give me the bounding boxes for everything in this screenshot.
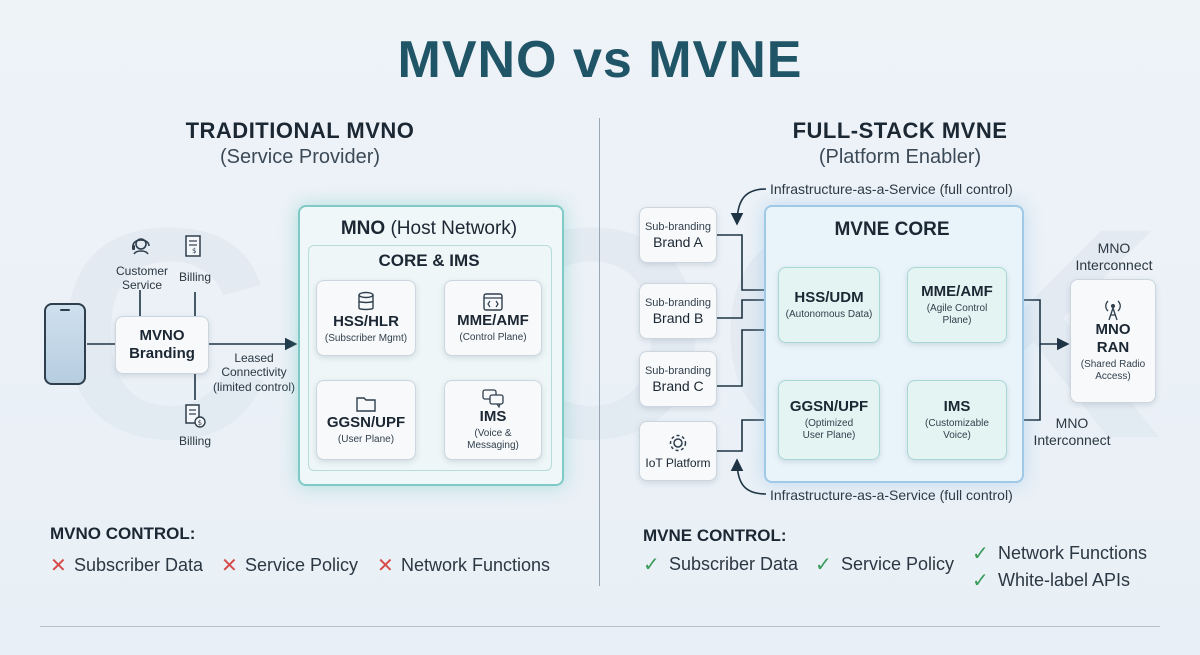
- mvno-control-item: ✕Subscriber Data: [50, 555, 204, 577]
- mme-amf-box: MME/AMF (Control Plane): [444, 280, 542, 356]
- check-icon: ✓: [972, 543, 989, 565]
- customer-service-label: Customer Service: [115, 264, 168, 293]
- page-title: MVNO vs MVNE: [397, 31, 803, 89]
- leased-connectivity-label: Leased Connectivity (limited control): [212, 351, 296, 394]
- billing-top-label: Billing: [178, 270, 211, 284]
- core-ims-title: CORE & IMS: [378, 251, 480, 270]
- mno-title: MNO (Host Network): [340, 218, 518, 239]
- check-icon: ✓: [815, 554, 832, 576]
- mvno-branding-box: MVNO Branding: [115, 316, 209, 374]
- interconnect-top-label: MNO Interconnect: [1075, 240, 1153, 273]
- right-subheading: (Platform Enabler): [818, 146, 982, 168]
- database-icon: [358, 291, 374, 310]
- left-heading: TRADITIONAL MVNO: [185, 118, 415, 143]
- mvne-core-title: MVNE CORE: [834, 219, 950, 240]
- bottom-rule: [40, 626, 1160, 627]
- hss-hlr-box: HSS/HLR (Subscriber Mgmt): [316, 280, 416, 356]
- right-heading: FULL-STACK MVNE: [792, 118, 1008, 143]
- invoice-icon: $: [185, 404, 206, 428]
- cross-icon: ✕: [221, 555, 238, 577]
- iaas-top-label: Infrastructure-as-a-Service (full contro…: [770, 181, 1013, 197]
- mvne-control-item: ✓Service Policy: [815, 554, 955, 576]
- check-icon: ✓: [643, 554, 660, 576]
- gear-icon: [669, 434, 687, 451]
- mvno-control-title: MVNO CONTROL:: [50, 524, 196, 543]
- mvne-control-item: ✓White-label APIs: [972, 570, 1131, 592]
- mno-ran-box: MNO RAN (Shared Radio Access): [1070, 279, 1156, 403]
- iot-platform-box: IoT Platform: [639, 421, 717, 481]
- cross-icon: ✕: [377, 555, 394, 577]
- billing-bottom-label: Billing: [178, 434, 211, 448]
- chat-icon: [482, 388, 504, 408]
- antenna-icon: [1105, 300, 1121, 320]
- hss-udm-box: HSS/UDM (Autonomous Data): [778, 267, 880, 343]
- check-icon: ✓: [972, 570, 989, 592]
- mvno-control-item: ✕Network Functions: [377, 555, 551, 577]
- ggsn-upf-box-mvne: GGSN/UPF (Optimized User Plane): [778, 380, 880, 460]
- ggsn-upf-box: GGSN/UPF (User Plane): [316, 380, 416, 460]
- center-divider: [599, 118, 600, 586]
- interconnect-bottom-label: MNO Interconnect: [1033, 415, 1111, 448]
- cross-icon: ✕: [50, 555, 67, 577]
- brand-c-box: Sub-branding Brand C: [639, 351, 717, 407]
- left-subheading: (Service Provider): [219, 146, 381, 168]
- ims-box-mvne: IMS (Customizable Voice): [907, 380, 1007, 460]
- svg-text:$: $: [192, 247, 196, 255]
- svg-text:$: $: [198, 419, 202, 427]
- folder-icon: [356, 397, 376, 412]
- phone-icon: [44, 303, 86, 385]
- mvne-control-item: ✓Subscriber Data: [643, 554, 799, 576]
- mvno-control-item: ✕Service Policy: [221, 555, 359, 577]
- brand-a-box: Sub-branding Brand A: [639, 207, 717, 263]
- code-icon: [483, 293, 503, 311]
- headset-icon: [132, 238, 150, 255]
- invoice-icon: $: [185, 235, 201, 257]
- mvne-control-item: ✓Network Functions: [972, 543, 1148, 565]
- brand-b-box: Sub-branding Brand B: [639, 283, 717, 339]
- mme-amf-box-mvne: MME/AMF (Agile Control Plane): [907, 267, 1007, 343]
- iaas-bottom-label: Infrastructure-as-a-Service (full contro…: [770, 487, 1013, 503]
- ims-box: IMS (Voice & Messaging): [444, 380, 542, 460]
- mvne-control-title: MVNE CONTROL:: [643, 526, 787, 545]
